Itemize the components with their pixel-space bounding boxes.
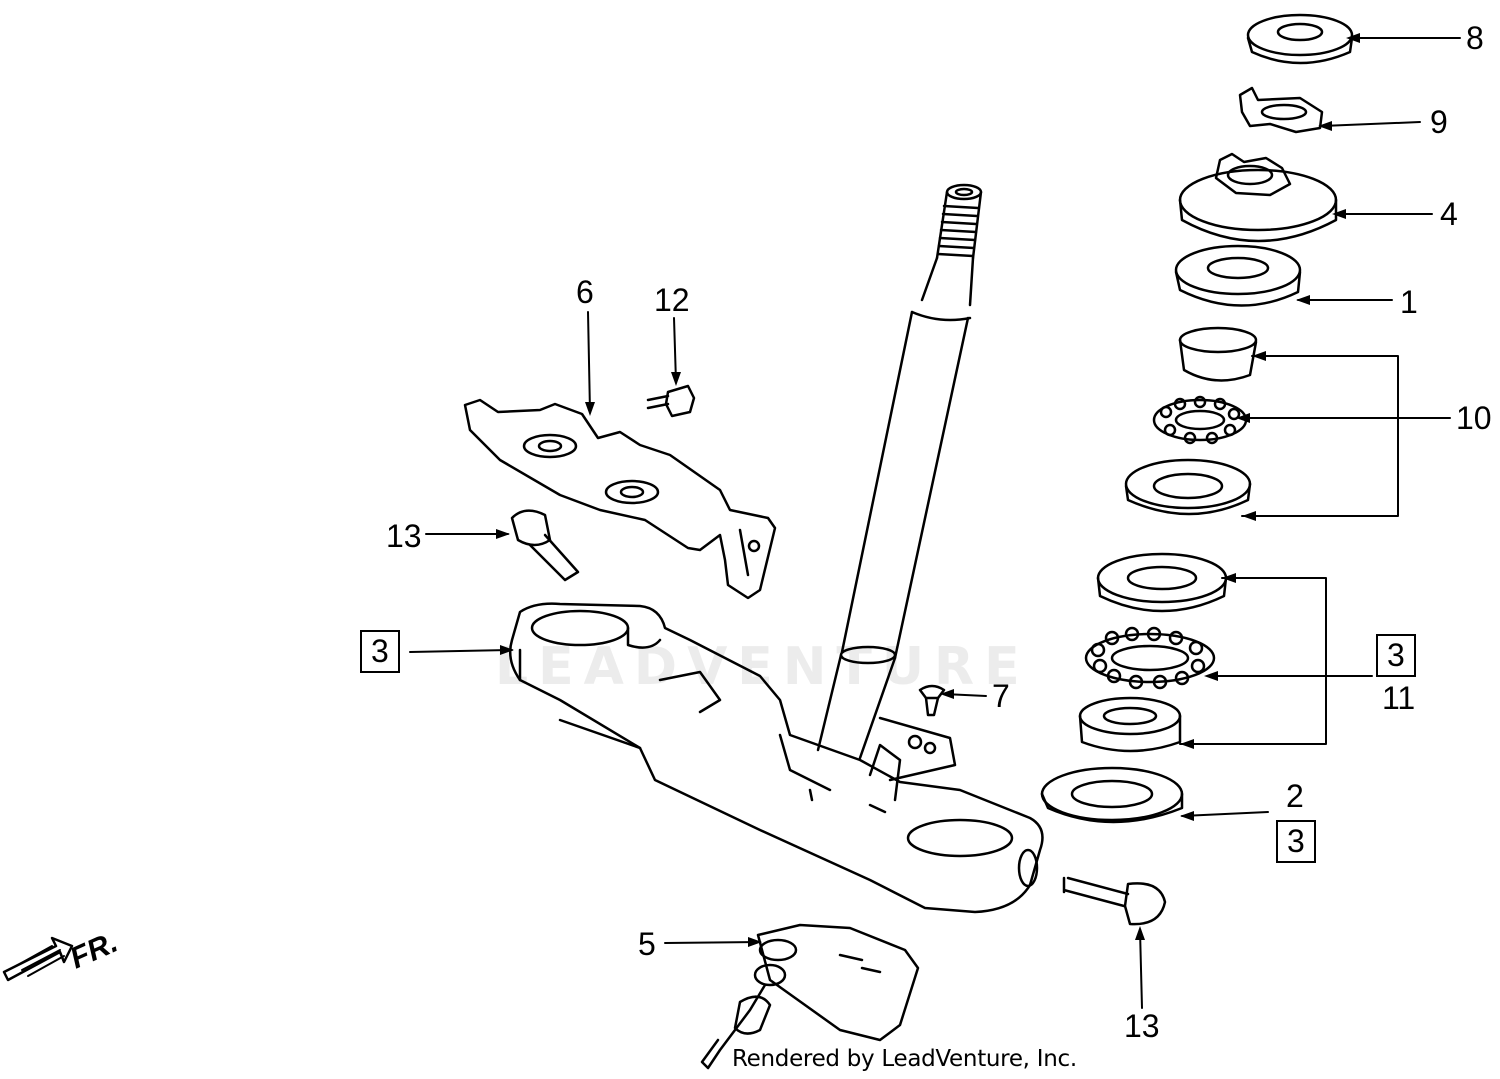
bolt-13-left-part [510,509,580,582]
leader-lines [409,37,1461,1009]
lower-cone-11-part [1096,552,1228,613]
bolt-13-right-part [1062,876,1167,926]
dust-seal-2-part [1040,766,1184,824]
upper-cone-10-part [1124,458,1252,516]
callout-8: 8 [1466,20,1484,56]
front-direction-arrow-icon [2,936,74,982]
lower-race-11-part [1078,696,1182,753]
screw-7-part [918,684,946,717]
leader-arrowheads [496,33,1360,947]
steering-stem-part [816,183,983,760]
ignition-switch-part [700,923,920,1070]
callout-3-bottom: 3 [1276,820,1316,863]
upper-bearing-10-part [1152,395,1248,445]
callout-6: 6 [576,274,594,310]
callout-11: 11 [1382,680,1416,716]
lower-bracket-part [509,602,1044,914]
callout-5: 5 [638,926,656,962]
callout-3-right: 3 [1376,634,1416,677]
callout-4: 4 [1440,196,1458,232]
bracket-plate-part [463,398,777,600]
callout-1: 1 [1400,284,1418,320]
callout-3-left: 3 [360,630,400,673]
callout-12: 12 [654,282,690,318]
callout-7: 7 [992,678,1010,714]
dust-seal-1-part [1174,244,1302,307]
bolt-12-part [646,384,696,418]
callout-10: 10 [1456,400,1492,436]
lock-nut-8-part [1246,13,1354,65]
upper-race-10-part [1178,326,1258,382]
callout-13-bottom: 13 [1124,1008,1160,1044]
callout-9: 9 [1430,104,1448,140]
callout-13-left: 13 [386,518,422,554]
lower-bearing-11-part [1084,626,1216,690]
adjusting-nut-4-part [1178,152,1338,243]
lock-washer-9-part [1238,86,1324,134]
render-credit: Rendered by LeadVenture, Inc. [732,1046,1077,1072]
callout-2: 2 [1286,778,1304,814]
